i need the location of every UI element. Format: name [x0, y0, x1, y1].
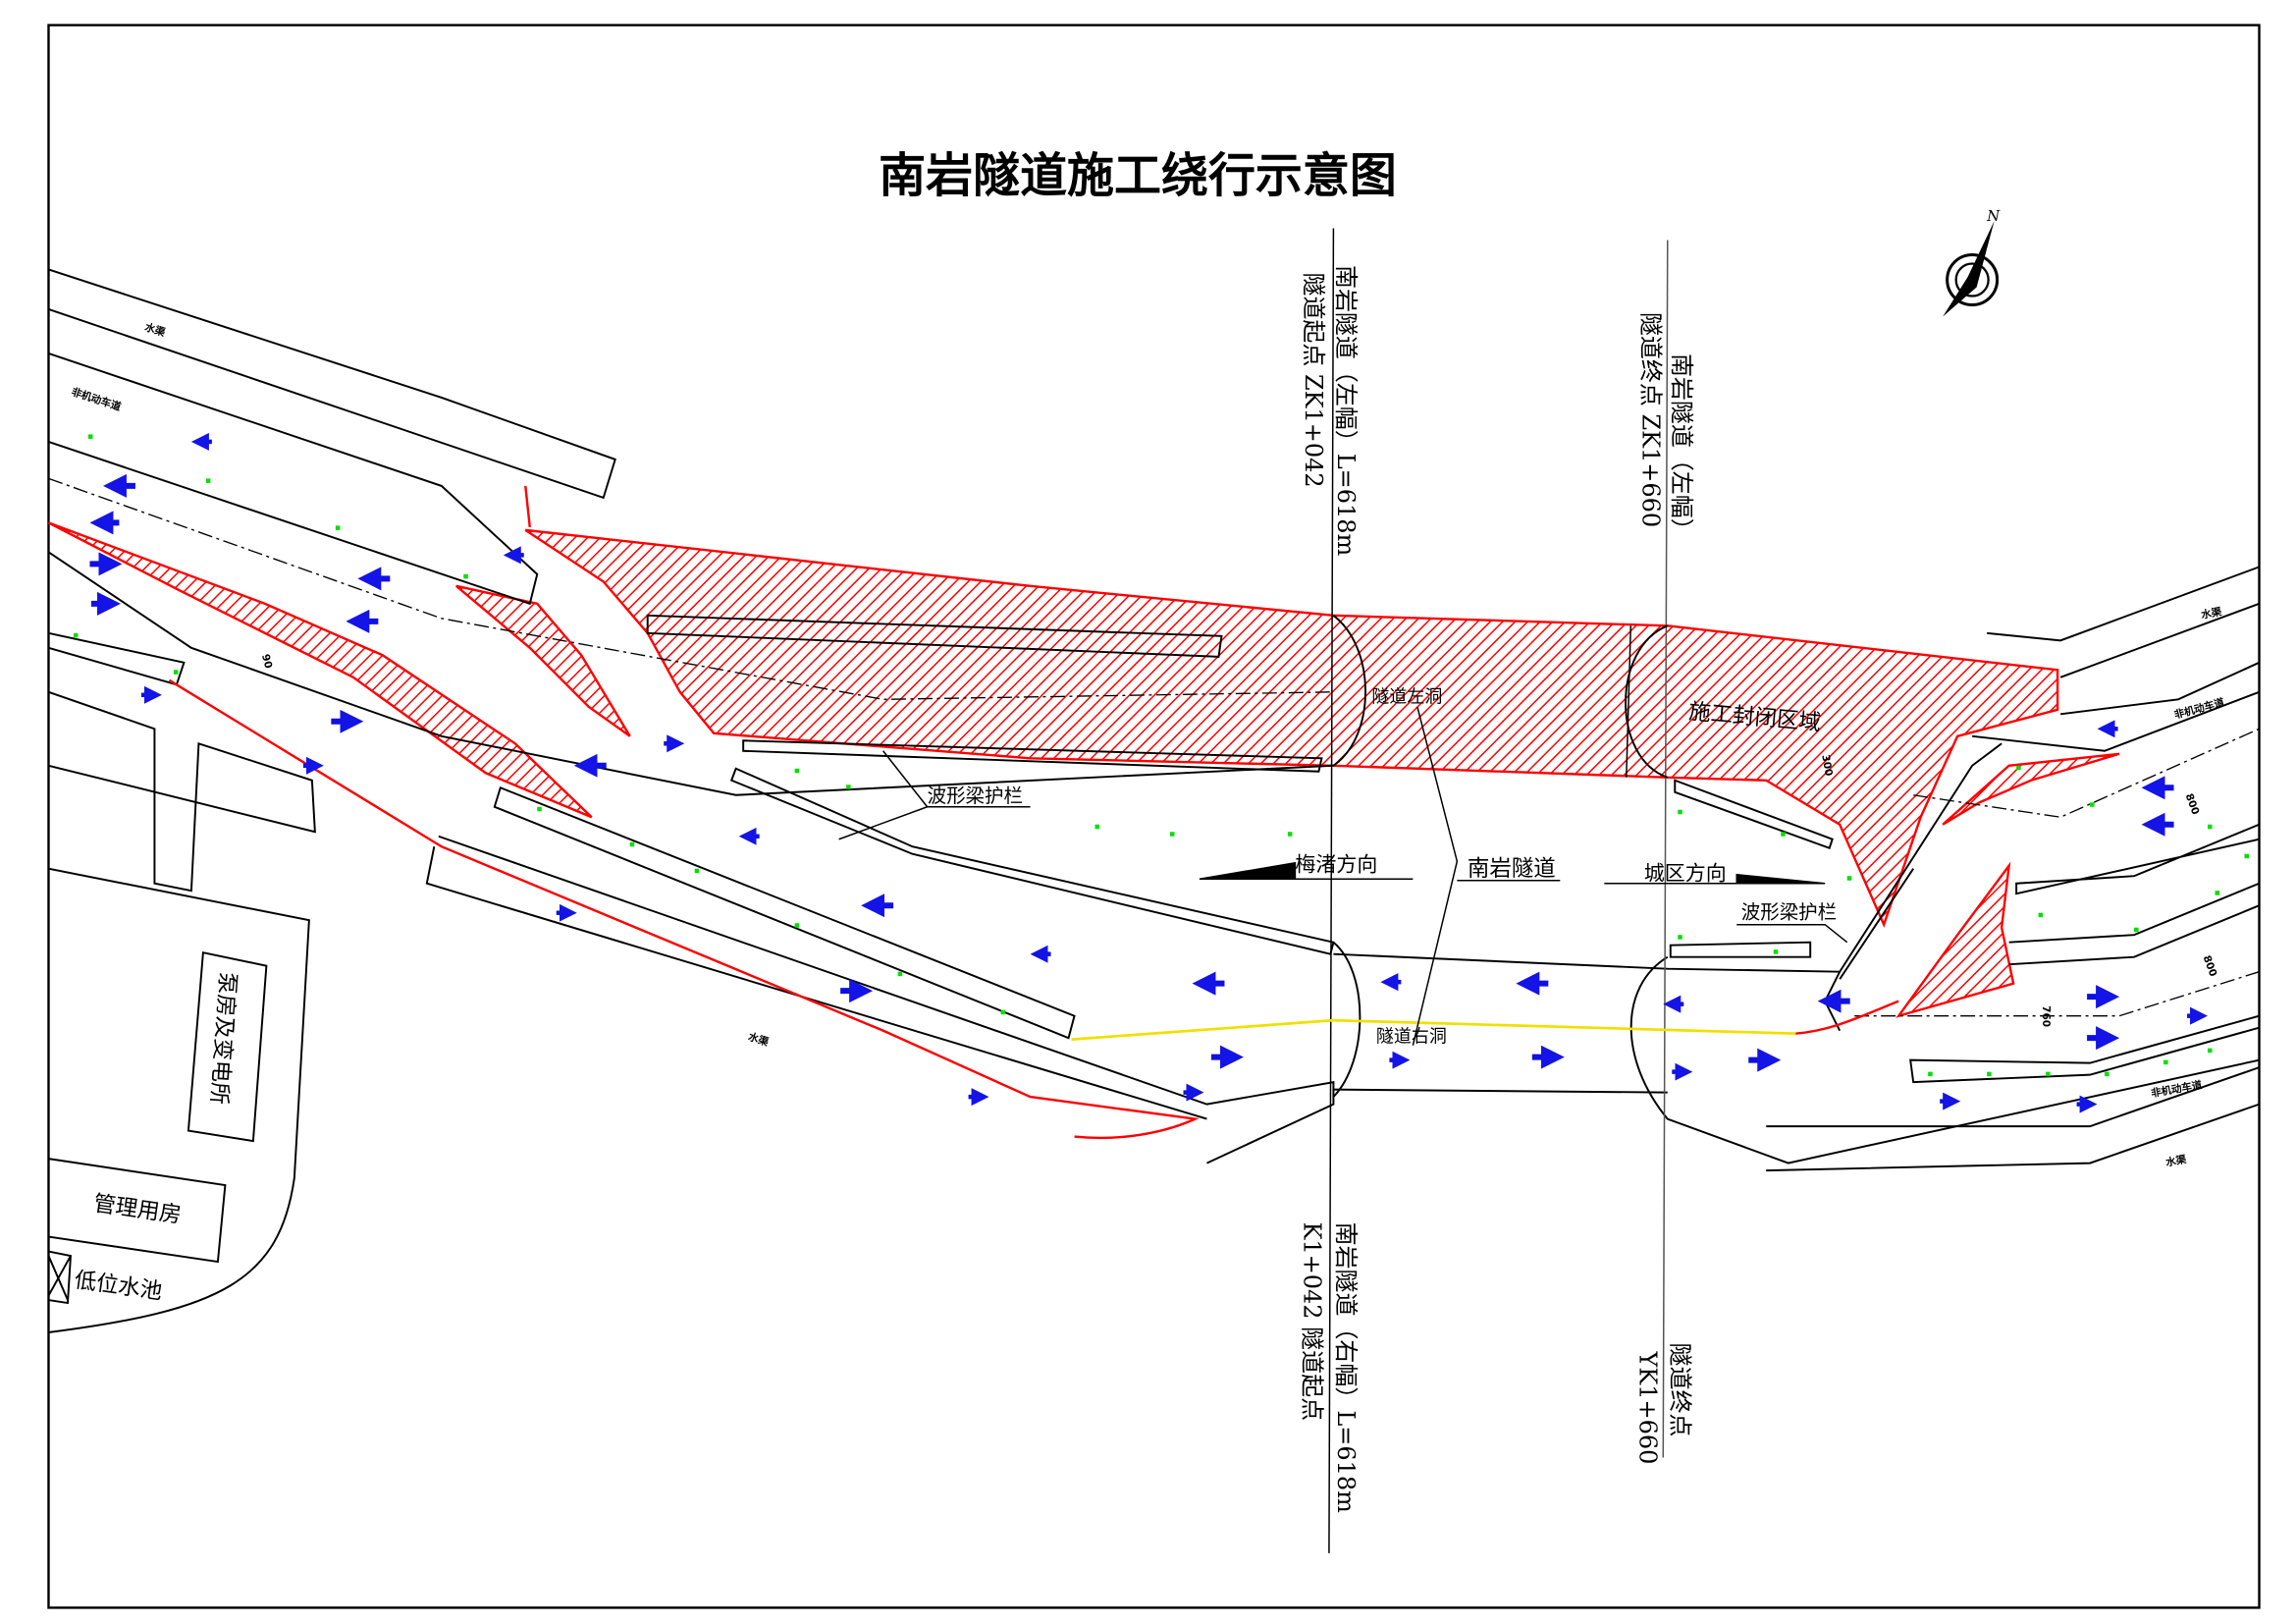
tree-icon	[1781, 832, 1786, 837]
right-end-label-1: 隧道终点	[1666, 1343, 1693, 1437]
tunnel-left-bore: 隧道左洞	[1371, 686, 1442, 707]
tree-icon	[2090, 802, 2095, 807]
tree-icon	[794, 768, 800, 774]
road-network	[47, 228, 2261, 1553]
direction-meizhu: 梅渚方向	[1295, 853, 1377, 877]
left-start-label-2: 隧道起点 ZK1+042	[1300, 272, 1327, 487]
tree-icon	[463, 573, 468, 579]
tree-icon	[2134, 927, 2139, 933]
tree-icon	[1987, 1071, 1992, 1077]
low-pool-label: 低位水池	[73, 1268, 164, 1305]
tree-icon	[1095, 824, 1100, 830]
station-labels: 南岩隧道（左幅）L=618m 隧道起点 ZK1+042 南岩隧道（左幅） 隧道终…	[1298, 265, 1694, 1513]
svg-text:300: 300	[1819, 754, 1835, 778]
leader-lines	[838, 706, 1848, 1046]
left-start-label-1: 南岩隧道（左幅）L=618m	[1332, 265, 1360, 556]
tunnel-right-bore: 隧道右洞	[1376, 1027, 1447, 1048]
tree-icon	[1000, 1009, 1006, 1015]
svg-text:非机动车道: 非机动车道	[70, 385, 123, 413]
tree-markers	[73, 434, 2250, 1077]
detour-lines	[168, 485, 1899, 1140]
tree-icon	[537, 806, 542, 812]
tree-icon	[2105, 1071, 2109, 1077]
svg-text:760: 760	[2040, 1005, 2052, 1027]
tree-icon	[2215, 891, 2220, 895]
tree-icon	[2208, 824, 2213, 830]
guardrail-label-2: 波形梁护栏	[1741, 901, 1837, 924]
tree-icon	[629, 841, 635, 847]
left-end-label-1: 南岩隧道（左幅）	[1668, 353, 1695, 542]
tree-icon	[1928, 1071, 1933, 1077]
tree-icon	[794, 923, 800, 928]
tree-icon	[1773, 949, 1779, 954]
svg-text:90: 90	[259, 653, 274, 670]
svg-text:水渠: 水渠	[2199, 605, 2222, 622]
tree-icon	[846, 785, 851, 789]
tree-icon	[2208, 1048, 2213, 1054]
diagram-title: 南岩隧道施工绕行示意图	[879, 148, 1397, 203]
tree-icon	[2244, 853, 2250, 859]
guardrail-label-1: 波形梁护栏	[928, 785, 1023, 807]
svg-text:非机动车道: 非机动车道	[2172, 695, 2225, 721]
closed-construction-zone	[47, 521, 2120, 1018]
tree-icon	[1846, 876, 1852, 881]
tree-icon	[2046, 1071, 2051, 1077]
tree-icon	[205, 478, 211, 483]
tree-icon	[335, 525, 341, 530]
tree-icon	[1678, 809, 1682, 815]
tree-icon	[897, 971, 903, 977]
svg-text:N: N	[1986, 207, 2001, 225]
left-end-label-2: 隧道终点 ZK1+660	[1636, 312, 1664, 527]
right-start-label-1: 南岩隧道（右幅）L=618m	[1332, 1222, 1360, 1513]
north-arrow-icon: N	[1943, 207, 2001, 317]
svg-text:水渠: 水渠	[746, 1030, 771, 1049]
svg-text:水渠: 水渠	[142, 320, 167, 339]
direction-city: 城区方向	[1644, 862, 1727, 886]
tree-icon	[2016, 765, 2021, 771]
drawing-border	[47, 24, 2261, 1609]
tree-icon	[173, 670, 179, 675]
tree-icon	[2163, 1059, 2168, 1065]
management-room-label: 管理用房	[92, 1191, 184, 1228]
right-start-label-2: K1+042 隧道起点	[1298, 1222, 1325, 1421]
tree-icon	[73, 632, 79, 638]
svg-text:800: 800	[2183, 792, 2202, 817]
svg-text:水渠: 水渠	[2163, 1153, 2187, 1169]
tree-icon	[1287, 832, 1293, 837]
traffic-arrows	[89, 432, 2209, 1113]
tree-icon	[1678, 935, 1682, 940]
tunnel-name: 南岩隧道	[1468, 856, 1556, 882]
svg-text:800: 800	[2201, 954, 2219, 979]
tree-icon	[2038, 912, 2044, 918]
tree-icon	[1169, 832, 1175, 837]
right-end-label-2: YK1+660	[1633, 1351, 1661, 1465]
pump-station-label: 泵房及变电所	[206, 971, 240, 1105]
tree-icon	[694, 868, 700, 874]
tree-icon	[87, 434, 93, 439]
